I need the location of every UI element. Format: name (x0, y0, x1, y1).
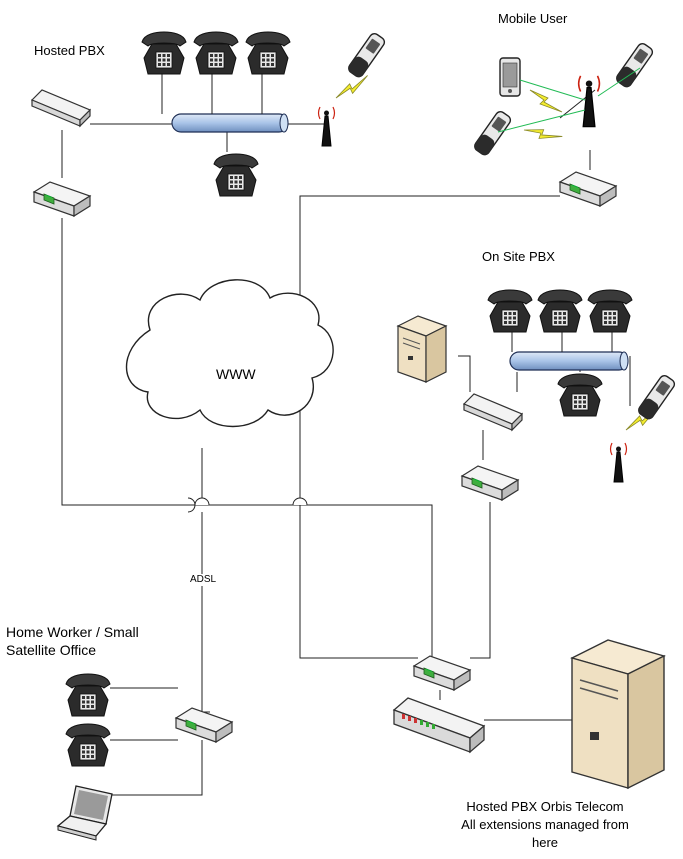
router-icon (413, 655, 471, 691)
connection-lines (61, 89, 631, 796)
home-worker-label-line2: Satellite Office (6, 642, 97, 658)
antenna-icon (577, 75, 601, 128)
on-site-pbx-group (397, 289, 678, 501)
desk-phone-icon (587, 289, 633, 333)
on-site-pbx-label: On Site PBX (482, 249, 555, 264)
desk-phone-icon (65, 673, 111, 717)
mobile-user-group (472, 41, 656, 207)
mobile-phone-icon (346, 31, 388, 80)
mobile-phone-icon (636, 373, 678, 422)
orbis-telecom-group (393, 639, 665, 789)
desk-phone-icon (213, 153, 259, 197)
mobile-phone-icon (614, 41, 656, 90)
desk-phone-icon (65, 723, 111, 767)
hosted-pbx-label: Hosted PBX (34, 43, 105, 58)
router-icon (33, 181, 91, 217)
desk-phone-icon (245, 31, 291, 75)
home-worker-label-line1: Home Worker / Small (6, 624, 139, 640)
switch-icon (393, 697, 485, 753)
laptop-icon (57, 785, 113, 841)
desk-phone-icon (487, 289, 533, 333)
router-icon (559, 171, 617, 207)
antenna-icon (317, 106, 336, 147)
hosted-pbx-group (31, 31, 388, 217)
router-icon (175, 707, 233, 743)
smartphone-icon (499, 57, 521, 97)
orbis-label-line2: All extensions managed from (461, 817, 629, 832)
orbis-label-line1: Hosted PBX Orbis Telecom (466, 799, 624, 814)
line-crossings (194, 497, 308, 506)
switch-icon (31, 89, 91, 127)
bus-icon (509, 351, 629, 371)
mobile-phone-icon (472, 109, 514, 158)
switch-icon (463, 393, 523, 431)
mobile-user-label: Mobile User (498, 11, 568, 26)
cloud-label: WWW (216, 366, 256, 382)
antenna-icon (609, 442, 628, 483)
desk-phone-icon (557, 373, 603, 417)
desk-phone-icon (141, 31, 187, 75)
desk-phone-icon (537, 289, 583, 333)
lightning-icon (529, 89, 563, 113)
bus-icon (171, 113, 289, 133)
desk-phone-icon (193, 31, 239, 75)
router-icon (461, 465, 519, 501)
server-icon (397, 315, 447, 383)
home-worker-group (57, 673, 233, 841)
cloud-icon (125, 279, 334, 428)
orbis-label-line3: here (531, 835, 559, 850)
server-icon (571, 639, 665, 789)
lightning-icon (523, 116, 563, 151)
adsl-label: ADSL (190, 574, 217, 586)
